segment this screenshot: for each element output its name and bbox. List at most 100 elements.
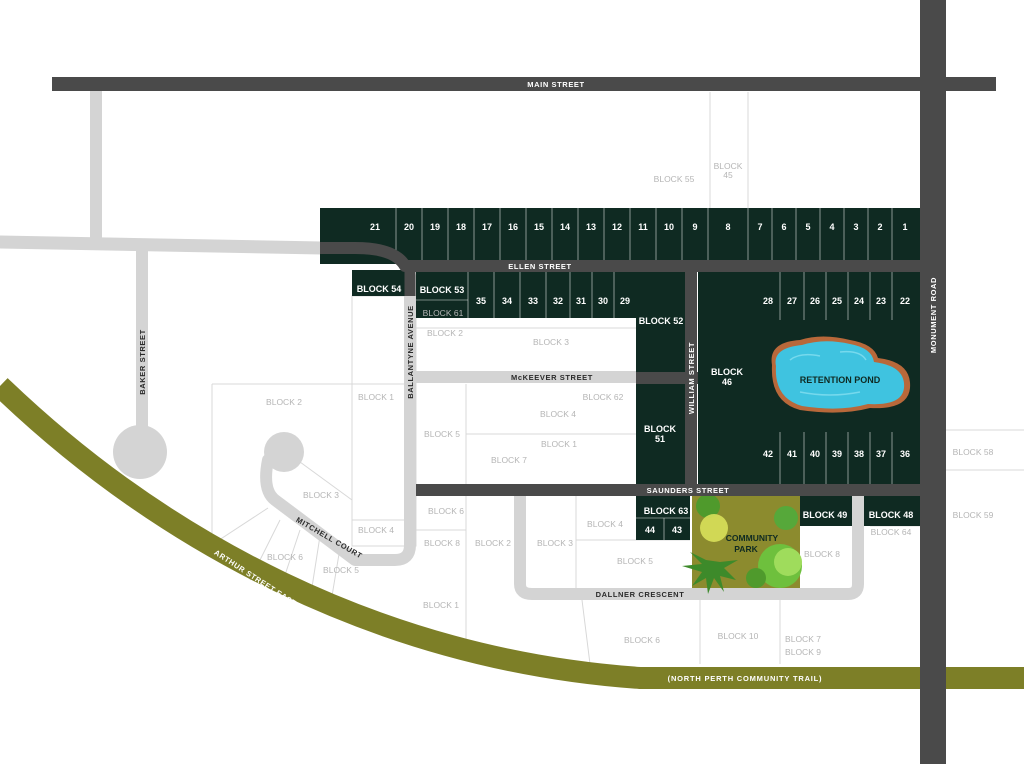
water-ripple: [789, 350, 867, 396]
lot-23: 23: [876, 296, 886, 306]
lot-27: 27: [787, 296, 797, 306]
lot-22: 22: [900, 296, 910, 306]
block-62-label: BLOCK 62: [583, 392, 624, 402]
lot-13: 13: [586, 222, 596, 232]
block-7-trail-label: BLOCK 7: [785, 634, 821, 644]
ellen-street-label: ELLEN STREET: [508, 262, 571, 271]
block-3-court-label: BLOCK 3: [303, 490, 339, 500]
lot-25: 25: [832, 296, 842, 306]
lot-18: 18: [456, 222, 466, 232]
block-2-south-label: BLOCK 2: [475, 538, 511, 548]
baker-street-label: BAKER STREET: [138, 329, 147, 395]
block-5-south-label: BLOCK 5: [617, 556, 653, 566]
block-3-north-label: BLOCK 3: [533, 337, 569, 347]
lot-12: 12: [612, 222, 622, 232]
ballantyne-avenue-label: BALLANTYNE AVENUE: [406, 305, 415, 399]
block-46-label-2: 46: [722, 377, 732, 387]
lot-38: 38: [854, 449, 864, 459]
block-8-court-east-label: BLOCK 8: [424, 538, 460, 548]
lot-dividers: [395, 208, 893, 540]
block-45-label-1: BLOCK: [714, 161, 743, 171]
block-2-west-label: BLOCK 2: [266, 397, 302, 407]
lot-17: 17: [482, 222, 492, 232]
community-park-label-2: PARK: [734, 544, 758, 554]
block-4-south-label: BLOCK 4: [587, 519, 623, 529]
lot-44: 44: [645, 525, 655, 535]
block53-row-lot-numbers: 35 34 33 32 31 30 29: [476, 296, 630, 306]
community-park-label-1: COMMUNITY: [726, 533, 779, 543]
lot-4: 4: [829, 222, 834, 232]
lot-35: 35: [476, 296, 486, 306]
block-8-east-label: BLOCK 8: [804, 549, 840, 559]
lot-42: 42: [763, 449, 773, 459]
block-59-label: BLOCK 59: [953, 510, 994, 520]
lot-8: 8: [725, 222, 730, 232]
block-48-label: BLOCK 48: [869, 510, 914, 520]
lot-10: 10: [664, 222, 674, 232]
lot-40: 40: [810, 449, 820, 459]
monument-road-label: MONUMENT ROAD: [929, 277, 938, 353]
lot-36: 36: [900, 449, 910, 459]
lot-41: 41: [787, 449, 797, 459]
lot-20: 20: [404, 222, 414, 232]
east-bottom-lot-numbers: 42 41 40 39 38 37 36: [763, 449, 910, 459]
block-1-mid-label: BLOCK 1: [541, 439, 577, 449]
block-1-south-label: BLOCK 1: [423, 600, 459, 610]
lot-32: 32: [553, 296, 563, 306]
block-3-south-label: BLOCK 3: [537, 538, 573, 548]
lot-15: 15: [534, 222, 544, 232]
main-street-label: MAIN STREET: [527, 80, 584, 89]
lot-24: 24: [854, 296, 864, 306]
lot-3: 3: [853, 222, 858, 232]
baker-cul-de-sac: [113, 425, 167, 479]
lot-2: 2: [877, 222, 882, 232]
saunders-street-label: SAUNDERS STREET: [647, 486, 730, 495]
block-4-court-label: BLOCK 4: [358, 525, 394, 535]
block-64-label: BLOCK 64: [871, 527, 912, 537]
main-roads: [52, 0, 996, 764]
block-53-label: BLOCK 53: [420, 285, 465, 295]
block-1-west-label: BLOCK 1: [358, 392, 394, 402]
retention-pond: [775, 341, 905, 409]
lot-37: 37: [876, 449, 886, 459]
lot-19: 19: [430, 222, 440, 232]
block-2-north-label: BLOCK 2: [427, 328, 463, 338]
lot-31: 31: [576, 296, 586, 306]
top-row-lot-numbers: 21 20 19 18 17 16 15 14 13 12 11 10 9 8 …: [370, 222, 908, 232]
lot-43: 43: [672, 525, 682, 535]
block-61-label: BLOCK 61: [423, 308, 464, 318]
mitchell-cul-de-sac: [264, 432, 304, 472]
block-45-label-2: 45: [723, 170, 733, 180]
block-6-court-east-label: BLOCK 6: [428, 506, 464, 516]
lot-11: 11: [638, 222, 648, 232]
lot-14: 14: [560, 222, 570, 232]
block-10-label: BLOCK 10: [718, 631, 759, 641]
lot-39: 39: [832, 449, 842, 459]
block-55-label: BLOCK 55: [654, 174, 695, 184]
lot-28: 28: [763, 296, 773, 306]
block-6-trail-label: BLOCK 6: [624, 635, 660, 645]
block-7-mid-label: BLOCK 7: [491, 455, 527, 465]
lot-34: 34: [502, 296, 512, 306]
mckeever-street-label: McKEEVER STREET: [511, 373, 593, 382]
lot-30: 30: [598, 296, 608, 306]
block-52-label: BLOCK 52: [639, 316, 684, 326]
block-6-court-label: BLOCK 6: [267, 552, 303, 562]
william-street-label: WILLIAM STREET: [687, 342, 696, 414]
lot-26: 26: [810, 296, 820, 306]
block-54-label: BLOCK 54: [357, 284, 402, 294]
block-5-mid-label: BLOCK 5: [424, 429, 460, 439]
lot-6: 6: [781, 222, 786, 232]
lot-7: 7: [757, 222, 762, 232]
lot-21: 21: [370, 222, 380, 232]
block-5-court-label: BLOCK 5: [323, 565, 359, 575]
block-4-mid-label: BLOCK 4: [540, 409, 576, 419]
block-9-label: BLOCK 9: [785, 647, 821, 657]
block-49-label: BLOCK 49: [803, 510, 848, 520]
lot-29: 29: [620, 296, 630, 306]
lot-33: 33: [528, 296, 538, 306]
block-58-label: BLOCK 58: [953, 447, 994, 457]
mitchell-court-label: MITCHELL COURT: [295, 515, 364, 560]
grey-block-labels: BLOCK 55 BLOCK 45 BLOCK 61 BLOCK 2 BLOCK…: [266, 161, 994, 657]
